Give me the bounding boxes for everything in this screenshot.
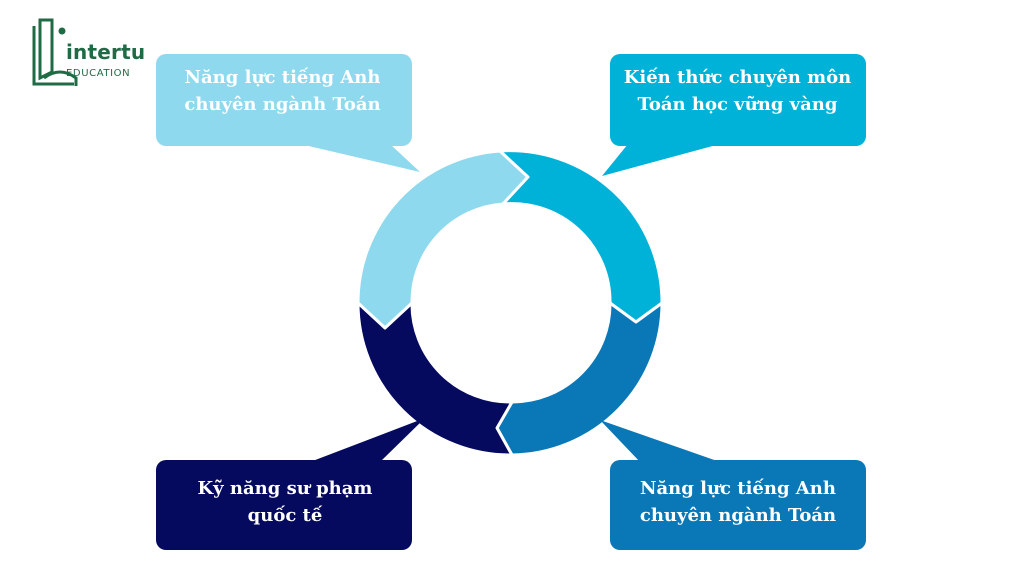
callout-text-bottom-left: Kỹ năng sư phạm quốc tế [160, 475, 410, 529]
cycle-ring [356, 149, 664, 457]
callout-line-1: Năng lực tiếng Anh [640, 478, 836, 499]
callout-text-top-right: Kiến thức chuyên môn Toán học vững vàng [610, 64, 865, 118]
logo-tagline: EDUCATION [66, 68, 131, 79]
ring-segment-bottom-left [356, 301, 514, 457]
callout-line-2: Toán học vững vàng [637, 94, 838, 115]
callout-bottom-right [600, 420, 866, 550]
logo-book-icon [32, 18, 78, 86]
callout-line-1: Năng lực tiếng Anh [184, 67, 381, 88]
callout-top-right [602, 54, 866, 176]
callout-line-2: chuyên ngành Toán [184, 94, 381, 115]
callout-text-bottom-right: Năng lực tiếng Anh chuyên ngành Toán [613, 475, 863, 529]
ring-segment-bottom-right [495, 301, 664, 457]
ring-segment-top-left [356, 149, 530, 330]
callout-line-1: Kiến thức chuyên môn [623, 67, 852, 88]
callout-bottom-left [156, 418, 425, 550]
logo-name: intertu [66, 40, 146, 64]
callout-top-left [156, 54, 420, 172]
callout-line-2: chuyên ngành Toán [639, 505, 837, 526]
callout-text-top-left: Năng lực tiếng Anh chuyên ngành Toán [160, 64, 405, 118]
callout-line-2: quốc tế [247, 505, 323, 526]
callout-line-1: Kỹ năng sư phạm [197, 478, 373, 499]
intertu-logo: intertu EDUCATION [30, 16, 150, 92]
